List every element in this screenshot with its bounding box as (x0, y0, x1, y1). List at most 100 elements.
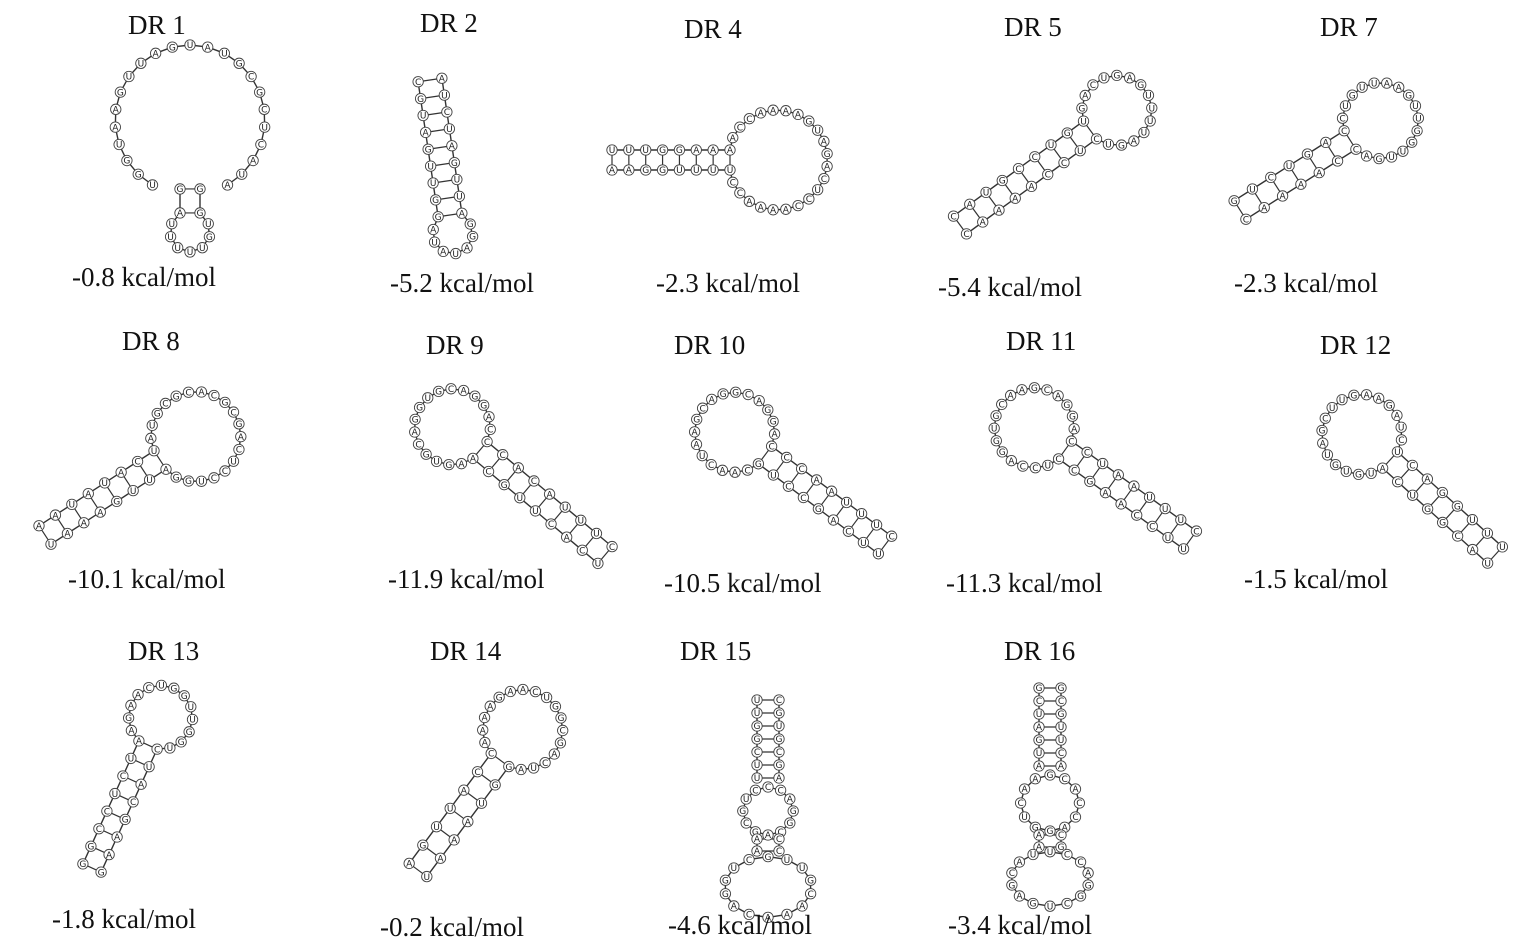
panel-energy: -2.3 kcal/mol (1234, 268, 1378, 298)
svg-text:A: A (1376, 394, 1383, 404)
svg-text:U: U (1394, 448, 1401, 458)
svg-text:C: C (1409, 462, 1415, 472)
svg-text:C: C (211, 392, 217, 402)
nucleotide: A (94, 506, 106, 518)
nucleotide: C (1451, 530, 1464, 542)
svg-text:A: A (1021, 785, 1028, 795)
svg-text:C: C (807, 890, 813, 900)
svg-text:A: A (1008, 392, 1015, 402)
nucleotide: U (1077, 115, 1090, 127)
nucleotide: G (1352, 468, 1365, 481)
nucleotide: U (127, 484, 139, 497)
svg-text:C: C (746, 115, 752, 125)
nucleotide: U (1397, 145, 1409, 158)
svg-text:G: G (722, 890, 729, 900)
svg-text:A: A (710, 146, 717, 156)
nucleotide: A (751, 833, 763, 845)
svg-text:C: C (261, 106, 267, 116)
nucleotide: A (477, 724, 489, 736)
nucleotide: A (49, 509, 62, 521)
svg-text:A: A (758, 109, 765, 119)
nucleotide: G (168, 682, 180, 694)
nucleotide: A (780, 203, 792, 215)
svg-text:C: C (415, 440, 421, 450)
nucleotide: C (1319, 412, 1331, 424)
nucleotide: A (561, 531, 573, 543)
nucleotide: U (781, 853, 793, 866)
svg-text:G: G (1085, 881, 1092, 891)
svg-text:G: G (739, 807, 746, 817)
nucleotide: U (707, 164, 719, 176)
svg-text:C: C (154, 745, 160, 755)
svg-text:C: C (708, 461, 714, 471)
svg-text:U: U (983, 189, 990, 199)
svg-text:A: A (64, 530, 71, 540)
svg-text:A: A (795, 111, 802, 121)
nucleotide: U (796, 862, 808, 874)
svg-text:C: C (560, 727, 566, 737)
nucleotide: G (1084, 475, 1096, 488)
svg-text:G: G (1069, 412, 1076, 422)
nucleotide: U (690, 164, 702, 176)
nucleotide: C (885, 530, 898, 542)
svg-text:G: G (999, 448, 1006, 458)
panel-energy: -3.4 kcal/mol (948, 910, 1092, 940)
svg-text:C: C (821, 175, 827, 185)
svg-text:C: C (1193, 527, 1199, 537)
nucleotide: G (717, 388, 729, 400)
svg-text:A: A (1424, 475, 1431, 485)
svg-text:U: U (578, 517, 585, 527)
nucleotide: A (977, 216, 989, 228)
svg-text:C: C (806, 195, 812, 205)
nucleotide: A (1068, 423, 1080, 435)
svg-text:C: C (1068, 437, 1074, 447)
svg-text:U: U (238, 170, 245, 180)
svg-text:A: A (423, 129, 430, 139)
svg-text:C: C (548, 520, 554, 530)
nucleotide: C (1090, 133, 1103, 145)
nucleotide: C (1042, 168, 1054, 181)
svg-text:U: U (199, 244, 206, 254)
nucleotide: A (821, 160, 833, 173)
nucleotide: C (1065, 435, 1078, 447)
nucleotide: U (1496, 541, 1509, 553)
svg-text:U: U (814, 186, 821, 196)
svg-text:A: A (507, 688, 514, 698)
svg-text:C: C (1020, 462, 1026, 472)
nucleotide: U (1339, 100, 1352, 112)
nucleotide: U (1033, 747, 1045, 759)
nucleotide: U (430, 455, 443, 468)
svg-text:A: A (783, 205, 790, 215)
svg-text:C: C (754, 748, 760, 758)
nucleotide: G (1373, 152, 1385, 165)
svg-text:A: A (153, 50, 160, 60)
svg-text:A: A (148, 435, 155, 445)
svg-text:G: G (1386, 402, 1393, 412)
nucleotide: U (728, 862, 740, 874)
svg-text:G: G (1058, 684, 1065, 694)
svg-text:C: C (474, 768, 480, 778)
nucleotide: U (45, 538, 57, 550)
svg-text:U: U (126, 73, 133, 83)
svg-text:A: A (36, 522, 43, 532)
nucleotide: C (1087, 79, 1099, 91)
nucleotide: C (1029, 151, 1041, 163)
svg-text:U: U (727, 166, 734, 176)
nucleotide: A (1295, 178, 1307, 190)
nucleotide: C (1017, 460, 1029, 472)
nucleotide: G (1115, 139, 1128, 151)
nucleotide: A (784, 793, 796, 805)
svg-text:U: U (174, 244, 181, 254)
nucleotide: U (259, 121, 271, 133)
nucleotide: U (988, 422, 1000, 434)
nucleotide: A (755, 201, 767, 213)
nucleotide: A (1391, 409, 1403, 422)
svg-text:A: A (783, 107, 790, 117)
nucleotide: U (146, 179, 159, 191)
nucleotide: G (656, 164, 669, 176)
panel-title: DR 15 (680, 636, 751, 666)
svg-text:A: A (205, 43, 212, 53)
svg-text:C: C (746, 911, 752, 921)
